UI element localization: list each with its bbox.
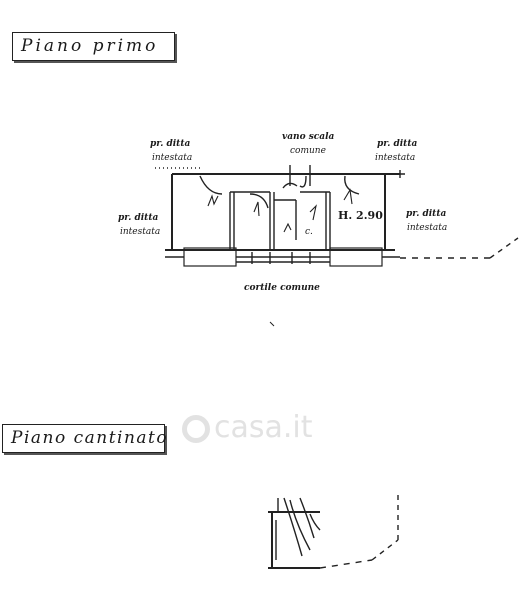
watermark: casa.it [182, 410, 313, 445]
first-floor-walls [155, 165, 519, 267]
neighbor-right-sublabel: intestata [407, 223, 448, 233]
neighbor-right-label: pr. ditta [406, 209, 447, 219]
ceiling-height-label: H. 2.90 [338, 209, 383, 222]
watermark-logo-icon [182, 414, 210, 443]
neighbor-left-label: pr. ditta [118, 213, 159, 223]
bathroom-label: c. [305, 227, 313, 237]
neighbor-top-left-label: pr. ditta [150, 139, 191, 149]
basement-title: Piano cantinato [2, 424, 167, 453]
first-floor-title: Piano primo [12, 32, 175, 61]
neighbor-top-right-sublabel: intestata [375, 153, 416, 163]
room-number-marks [207, 188, 353, 233]
neighbor-left-sublabel: intestata [120, 227, 161, 237]
courtyard-label: cortile comune [244, 283, 320, 293]
watermark-text: casa.it [214, 410, 313, 445]
neighbor-top-right-label: pr. ditta [377, 139, 418, 149]
stairwell-label: vano scala [282, 132, 335, 142]
stairwell-sublabel: comune [290, 146, 326, 156]
neighbor-top-left-sublabel: intestata [152, 153, 193, 163]
basement-walls [268, 490, 399, 569]
